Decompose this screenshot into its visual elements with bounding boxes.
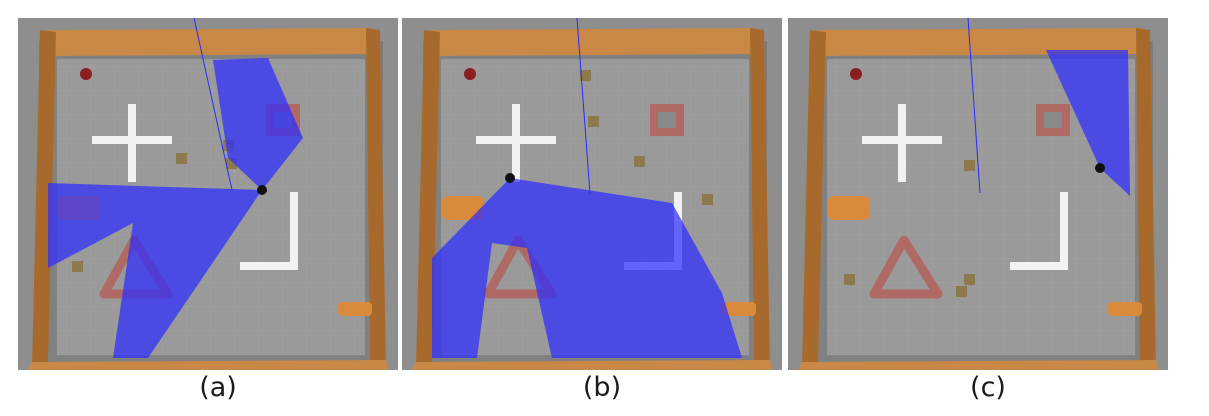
simulation-world-a: [18, 18, 398, 370]
panel-b: [402, 18, 782, 370]
robot-marker: [505, 173, 515, 183]
panel-c: [788, 18, 1168, 370]
robot-marker: [257, 185, 267, 195]
robot-marker: [1095, 163, 1105, 173]
brick-triangle: [869, 235, 943, 299]
box: [634, 156, 645, 167]
fire-hydrant: [464, 68, 476, 80]
laser-scan: [1046, 50, 1130, 196]
bottom-wall: [412, 360, 772, 370]
barrel: [828, 196, 870, 220]
barrel: [442, 196, 484, 220]
top-wall: [818, 28, 1144, 56]
panel-a: [18, 18, 398, 370]
caption-b: (b): [582, 372, 622, 403]
top-wall: [432, 28, 758, 56]
barrel: [338, 302, 372, 316]
laser-scan: [432, 178, 742, 358]
path-line: [576, 18, 591, 195]
l-wall-vertical: [290, 192, 298, 270]
caption-a: (a): [199, 372, 237, 403]
path-line: [967, 18, 981, 194]
l-wall-horizontal: [240, 262, 298, 270]
fire-hydrant: [850, 68, 862, 80]
cross-wall-horizontal: [92, 136, 172, 144]
cross-wall-horizontal: [862, 136, 942, 144]
barrel: [1108, 302, 1142, 316]
simulation-world-c: [788, 18, 1168, 370]
l-wall-vertical: [1060, 192, 1068, 270]
box: [844, 274, 855, 285]
box: [588, 116, 599, 127]
bottom-wall: [28, 360, 388, 370]
box: [580, 70, 591, 81]
top-wall: [48, 28, 374, 56]
brick-square-hole: [658, 112, 676, 128]
cross-wall-horizontal: [476, 136, 556, 144]
path-line: [193, 18, 233, 191]
left-wall: [802, 30, 826, 368]
brick-square-hole: [1044, 112, 1062, 128]
caption-c: (c): [970, 372, 1006, 403]
l-wall-horizontal: [1010, 262, 1068, 270]
right-wall: [366, 28, 386, 368]
right-wall: [750, 28, 770, 368]
box: [176, 153, 187, 164]
laser-scan: [48, 58, 303, 358]
right-wall: [1136, 28, 1156, 368]
box: [964, 160, 975, 171]
box: [72, 261, 83, 272]
bottom-wall: [798, 360, 1158, 370]
fire-hydrant: [80, 68, 92, 80]
box: [702, 194, 713, 205]
simulation-world-b: [402, 18, 782, 370]
box: [964, 274, 975, 285]
barrel: [722, 302, 756, 316]
box: [226, 158, 237, 169]
box: [956, 286, 967, 297]
left-wall: [416, 30, 440, 368]
left-wall: [32, 30, 56, 368]
